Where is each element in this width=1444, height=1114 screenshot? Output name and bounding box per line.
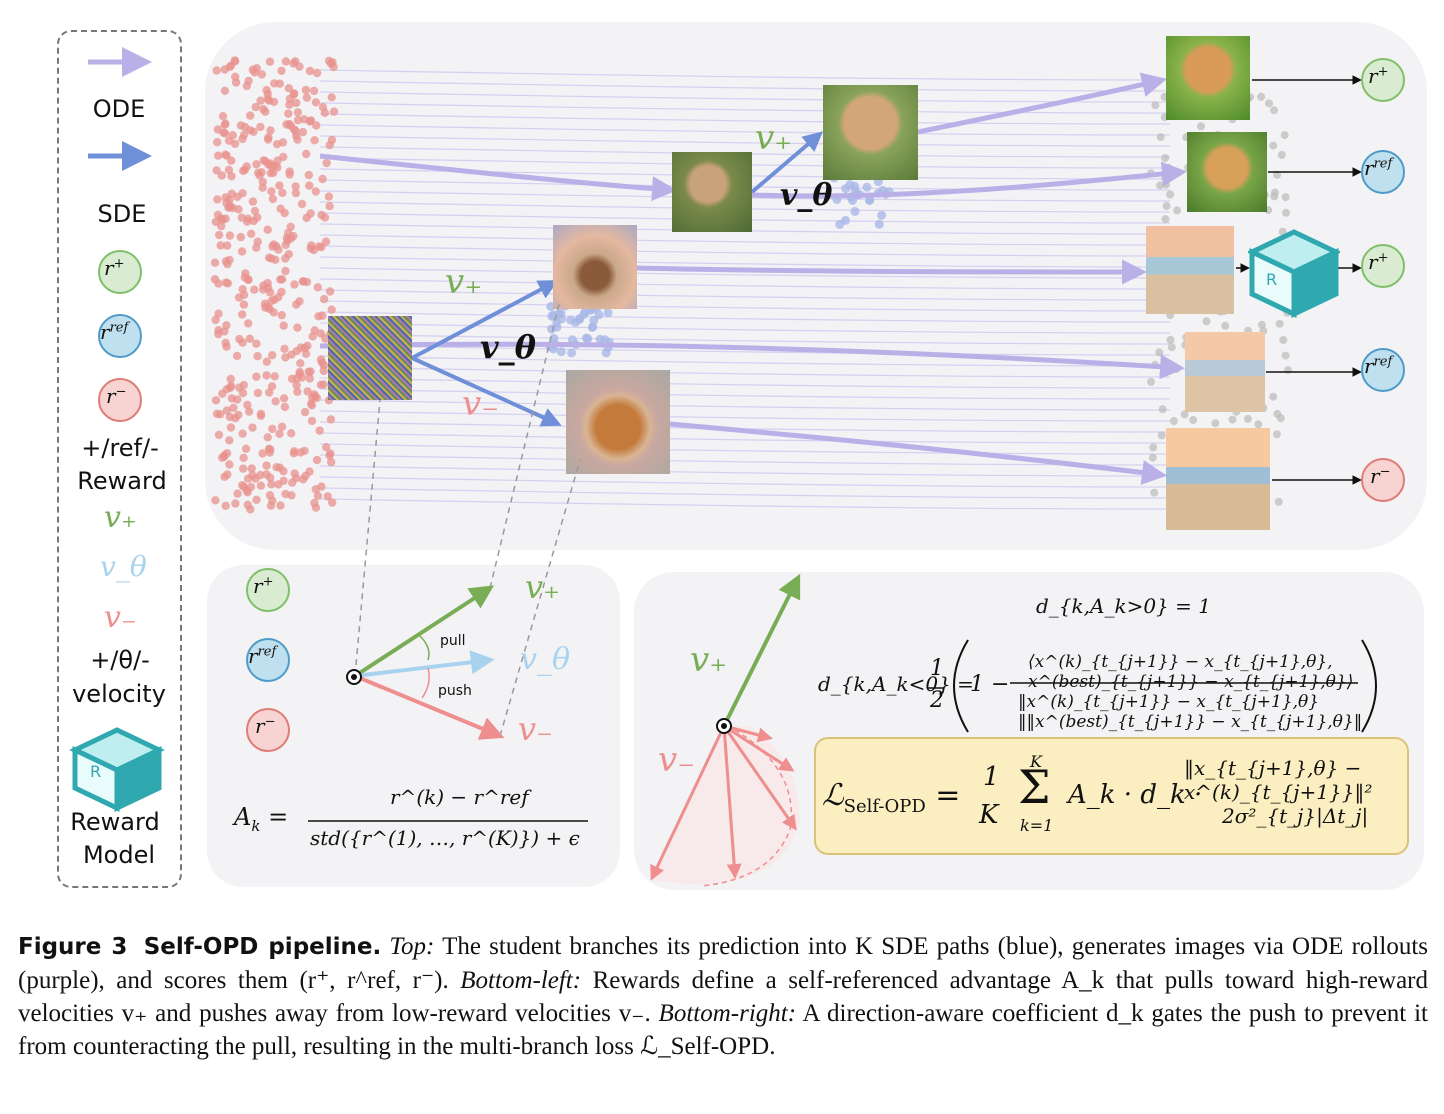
bl-r-minus: r− (255, 714, 276, 738)
top-flow-graphics (210, 56, 1362, 515)
legend-ode-label: ODE (92, 95, 146, 123)
eq2-lhs: d_{k,A_k<0} = (818, 672, 974, 696)
legend-velocity-line2: velocity (72, 680, 166, 708)
legend-v-plus: v₊ (104, 500, 137, 535)
bottom-left-graphics (246, 299, 588, 822)
legend-r-ref-label: rref (100, 320, 129, 344)
dog-output-image-2 (1187, 132, 1267, 212)
caption-top-label: Top: (389, 933, 435, 960)
reward-model-cube-icon (69, 727, 165, 812)
loss-sum-top: K (1030, 752, 1042, 771)
top-r-minus-1: r− (1370, 464, 1391, 488)
r-minus-icon (98, 378, 142, 422)
bl-v-theta-arrow (354, 650, 495, 678)
top-reward-circles (1361, 58, 1405, 502)
loss-lhs: ℒSelf-OPD = (822, 778, 961, 817)
bl-r-plus: r+ (253, 574, 274, 598)
caption-br-text: A direction-aware coefficient d_k gates … (18, 1000, 1428, 1060)
top-cube-letter: R (1266, 270, 1278, 289)
loss-box (814, 737, 1409, 855)
eq2-half-num: 1 (930, 656, 944, 681)
legend-r-plus-label: r+ (104, 256, 125, 280)
legend-v-theta: v_θ (100, 550, 147, 583)
bl-pull-label: pull (440, 633, 466, 649)
br-v-plus-label: v₊ (690, 640, 728, 680)
top-r-plus-1: r+ (1368, 64, 1389, 88)
dog-output-image-1 (1166, 36, 1250, 120)
bl-push-label: push (438, 683, 472, 699)
top-r-ref-1: rref (1364, 156, 1393, 180)
eq2-denominator: ‖x^(k)_{t_{j+1}} − x_{t_{j+1},θ}‖‖x^(bes… (1018, 692, 1363, 732)
corgi-output-image-2 (1185, 332, 1265, 412)
dog-running-image-small (823, 85, 918, 180)
bl-r-ref: rref (248, 644, 277, 668)
top-v-plus-label-2: v₊ (755, 118, 793, 158)
loss-frac-den: K (979, 800, 999, 830)
legend-sde-label: SDE (97, 200, 147, 228)
noisy-corgi-image-2 (566, 370, 670, 474)
noisy-dog-image-1 (672, 152, 752, 232)
corgi-output-image-1 (1146, 226, 1234, 314)
eq2-half-den: 2 (930, 688, 944, 713)
r-plus-icon (98, 250, 142, 294)
top-v-theta-label-2: v_θ (780, 178, 833, 213)
figure-title: Self-OPD pipeline. (143, 934, 382, 960)
legend-v-minus: v₋ (104, 600, 137, 635)
eq1: d_{k,A_k>0} = 1 (1036, 594, 1211, 618)
loss-sum-bottom: k=1 (1020, 816, 1054, 835)
loss-frac-num: 1 (983, 762, 1000, 792)
top-r-plus-2: r+ (1368, 250, 1389, 274)
top-v-theta-label: v_θ (480, 328, 536, 366)
caption-bl-label: Bottom-left: (460, 967, 582, 994)
noise-image (328, 316, 412, 400)
legend-graphics (69, 47, 165, 812)
legend-reward-line1: +/ref/- (81, 434, 159, 462)
br-v-plus-arrow (722, 573, 801, 727)
figure-label: Figure 3 (18, 934, 128, 960)
legend-r-minus-label: r− (106, 384, 127, 408)
top-v-minus-label: v₋ (462, 384, 500, 424)
loss-numerator: ‖x_{t_{j+1},θ} − x^(k)_{t_{j+1}}‖² (1184, 756, 1373, 804)
eq2-numerator: ⟨x^(k)_{t_{j+1}} − x_{t_{j+1},θ}, x^(bes… (1028, 652, 1354, 692)
bottom-right-graphics (650, 573, 1386, 887)
top-reward-model-cube-icon (1248, 229, 1340, 318)
br-v-minus-label: v₋ (658, 740, 696, 780)
bl-v-theta-label: v_θ (520, 642, 571, 677)
noisy-corgi-image-1 (553, 225, 637, 309)
loss-denominator: 2σ²_{t_j}|Δt_j| (1222, 804, 1369, 828)
bl-v-minus-label: v₋ (518, 710, 553, 748)
legend-reward-line2: Reward (77, 467, 167, 495)
figure-caption: Figure 3 Self-OPD pipeline. Top: The stu… (18, 930, 1428, 1063)
legend-rm-line2: Model (82, 841, 156, 869)
bl-v-plus-arrow (353, 585, 495, 678)
caption-bl-text: Rewards define a self-referenced advanta… (18, 967, 1428, 1027)
top-v-plus-label: v₊ (445, 262, 483, 302)
top-r-ref-2: rref (1364, 354, 1393, 378)
legend-velocity-line1: +/θ/- (90, 646, 150, 674)
r-ref-icon (98, 314, 142, 358)
eq2-one-minus: 1 − (970, 672, 1010, 697)
bl-advantage-lhs: Ak = (234, 803, 289, 835)
bl-v-plus-label: v₊ (525, 568, 560, 606)
loss-sum-sign: Σ (1018, 760, 1051, 814)
legend-panel (57, 30, 182, 888)
corgi-output-image-3 (1166, 428, 1270, 530)
bl-v-minus-arrow (354, 674, 505, 740)
legend-cube-letter: R (90, 762, 102, 781)
bl-advantage-numerator: r^(k) − r^ref (390, 785, 529, 809)
loss-body: A_k · d_k · (1068, 780, 1203, 810)
bl-advantage-denominator: std({r^(1), …, r^(K)}) + ϵ (310, 826, 580, 850)
caption-br-label: Bottom-right: (658, 1000, 797, 1027)
legend-rm-line1: Reward (70, 808, 160, 836)
caption-top-text: The student branches its prediction into… (18, 933, 1428, 994)
